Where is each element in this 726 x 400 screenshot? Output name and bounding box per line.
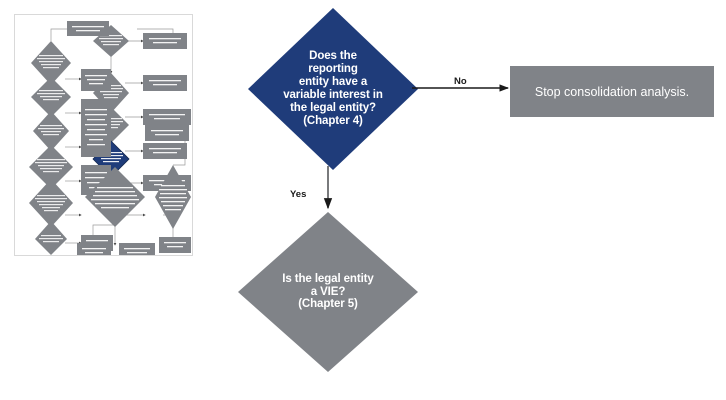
thumb-mid-box-right [145,125,189,141]
thumb-left-box-2 [81,99,111,157]
thumb-left-node-3 [33,111,69,151]
diamond-shape-gray [238,212,418,372]
thumb-left-node-4 [29,145,73,189]
terminal-node-stop-analysis[interactable]: Stop consolidation analysis. [510,66,714,117]
overview-thumbnail-graphic: .ovdia { fill:#808388; } .ovdia-hi { fil… [29,21,191,255]
terminal-node-stop-analysis-label: Stop consolidation analysis. [534,84,690,99]
decision-node-is-vie[interactable]: Is the legal entity a VIE? (Chapter 5) [238,212,418,372]
thumb-bottom-box-3 [159,237,191,253]
thumb-box-4 [143,143,187,159]
thumb-box-2 [143,75,187,91]
thumb-bottom-box-1 [77,243,111,255]
thumb-left-node-6 [35,221,67,255]
decision-node-variable-interest[interactable]: Does the reporting entity have a variabl… [248,8,418,170]
thumb-lower-node-b [155,165,191,229]
thumb-left-node-1 [31,41,71,85]
thumb-left-node-5 [29,179,73,227]
thumb-left-box-1 [81,69,111,91]
diamond-shape-blue [248,8,418,170]
connector-no-arrow [412,84,510,92]
thumb-left-node-2 [31,77,71,117]
thumb-bottom-box-2 [119,243,155,255]
edge-label-no: No [454,76,467,87]
connector-yes-arrow [323,166,333,210]
thumb-box-3 [143,109,191,125]
thumb-box-top [67,21,109,36]
edge-label-yes: Yes [290,189,307,200]
thumb-lower-node-a [85,167,145,227]
thumb-box-1 [143,33,187,49]
flowchart-overview-thumbnail[interactable]: .ovdia { fill:#808388; } .ovdia-hi { fil… [14,14,193,256]
